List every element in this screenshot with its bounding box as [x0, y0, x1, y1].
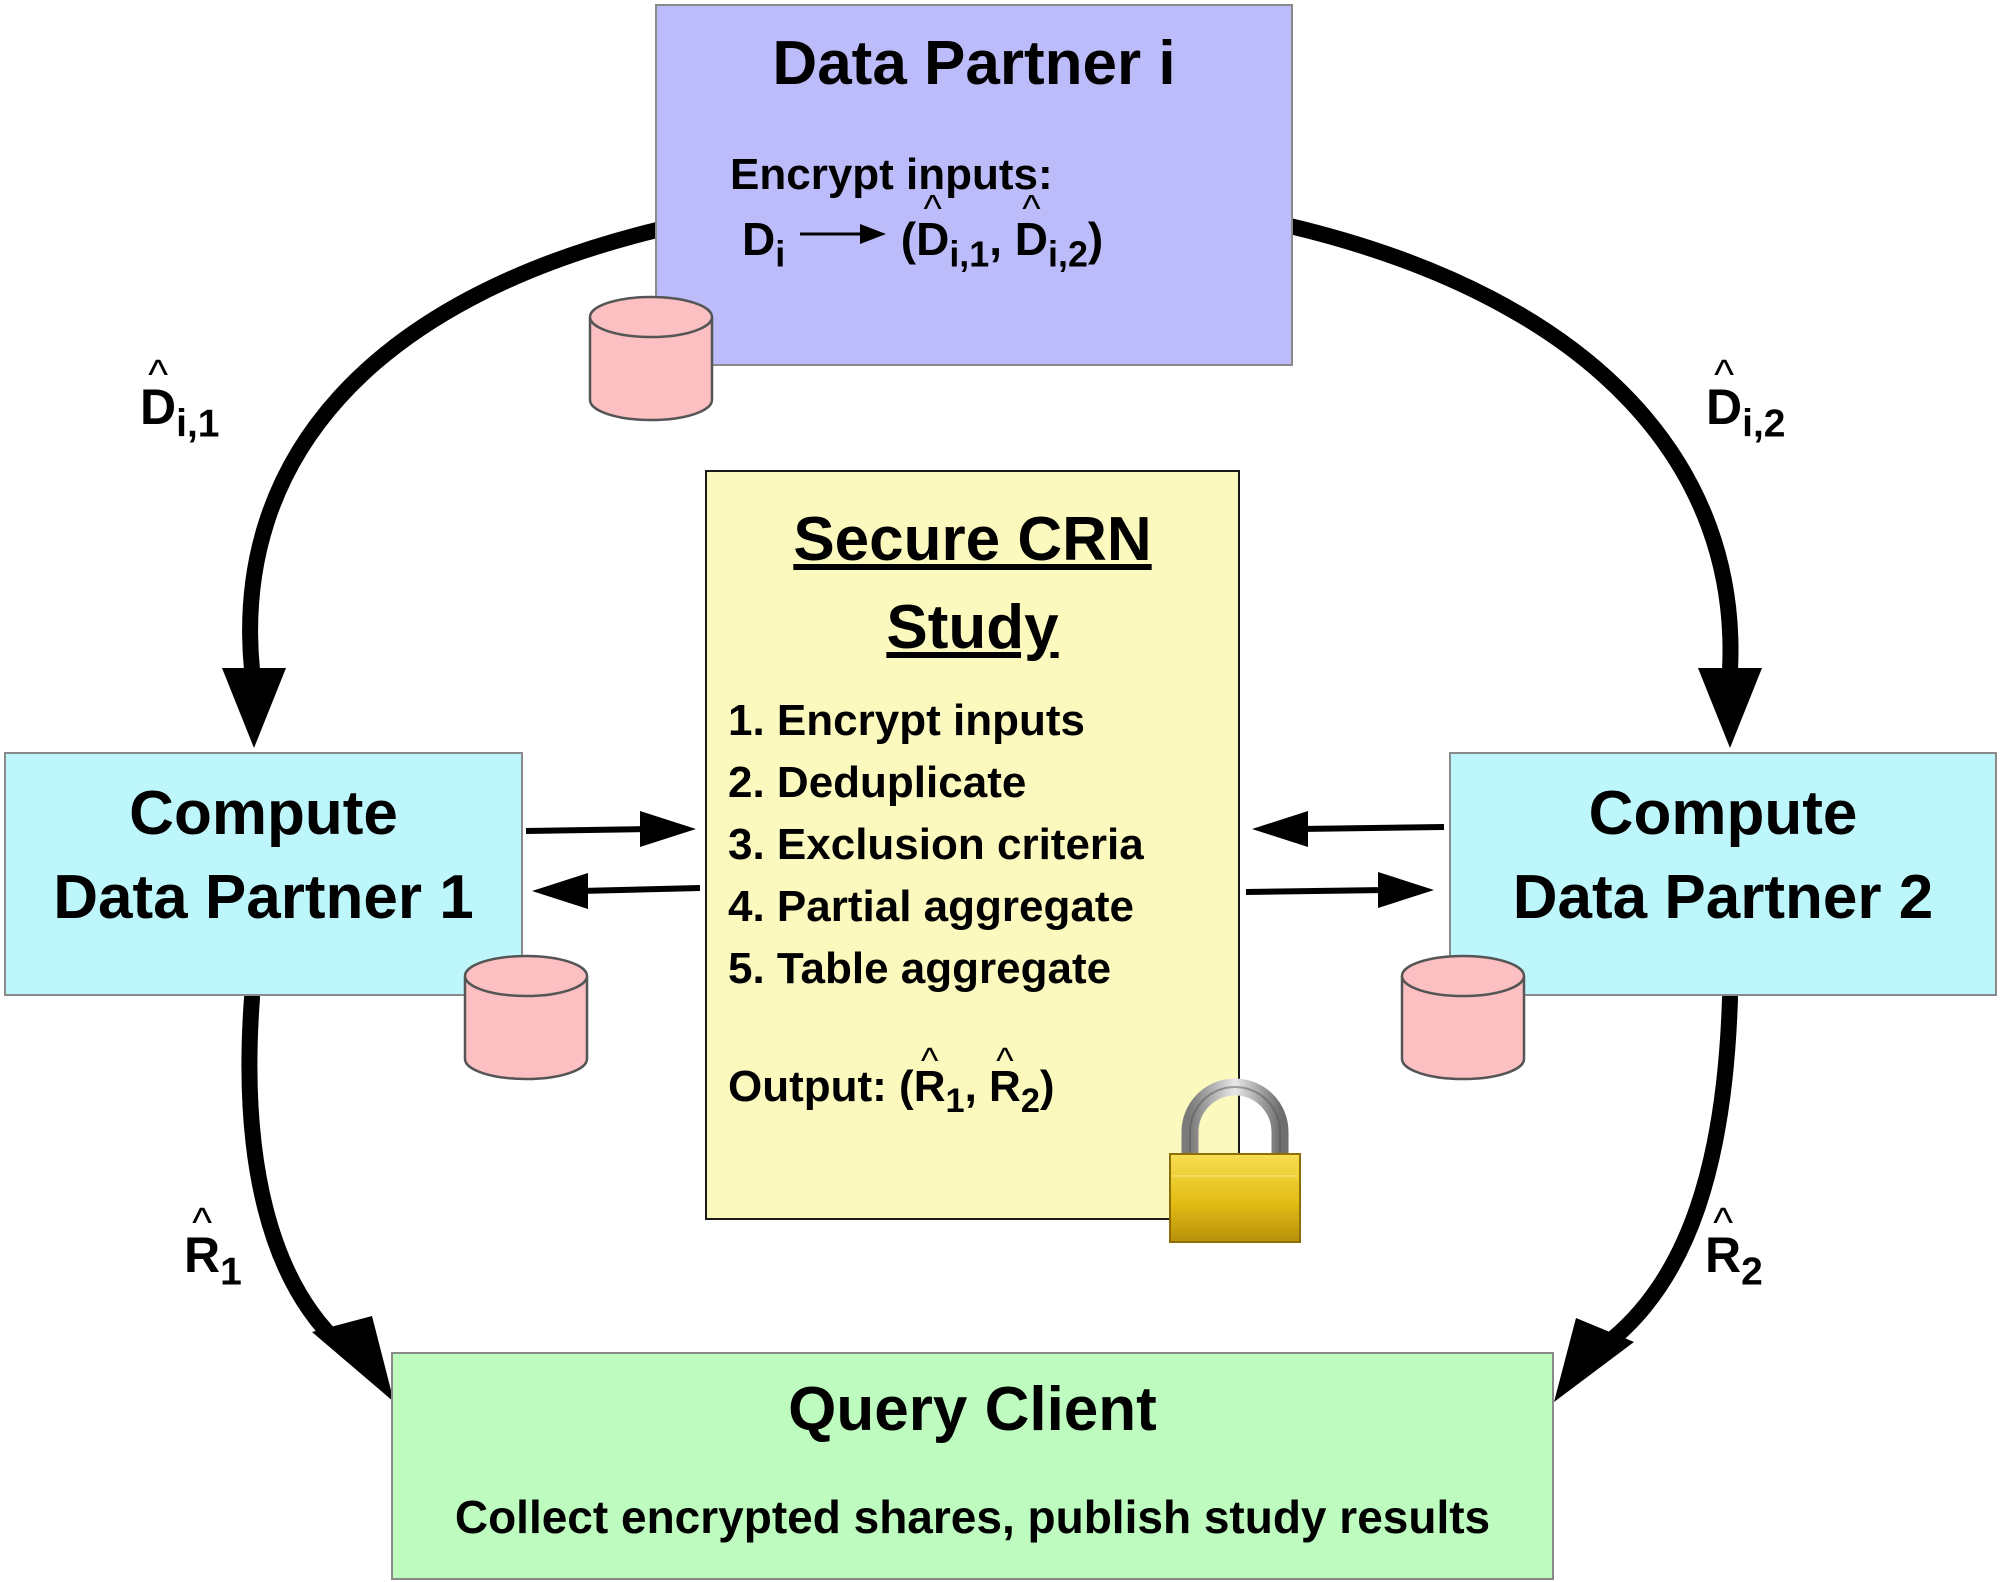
compute-data-partner-2-box	[1449, 752, 1997, 996]
secure-study-box	[705, 470, 1240, 1220]
study-step: 1. Encrypt inputs	[728, 696, 1085, 745]
study-step: 3. Exclusion criteria	[728, 820, 1144, 869]
compute-data-partner-1-box	[4, 752, 523, 996]
arrow-study-to-partner-2	[1245, 872, 1434, 908]
arrow-partner-2-to-study	[1252, 811, 1445, 847]
data-partner-i-title: Data Partner i	[772, 29, 1176, 98]
compute-data-partner-1-title: Compute Data Partner 1	[53, 779, 474, 932]
edge-label-result-2: R2	[1705, 1200, 1763, 1292]
curved-arrow-to-partner-1	[222, 222, 665, 748]
compute-data-partner-2-title: Compute Data Partner 2	[1512, 779, 1934, 932]
right-arrow-icon	[799, 224, 886, 244]
arrow-study-to-partner-1	[532, 873, 701, 909]
edge-label-share-2: Di,2	[1706, 352, 1785, 444]
study-step: 2. Deduplicate	[728, 758, 1027, 807]
arrow-partner-1-to-study	[525, 811, 696, 847]
curved-arrow-partner-1-to-client	[241, 990, 394, 1402]
study-step: 4. Partial aggregate	[728, 882, 1134, 931]
study-step: 5. Table aggregate	[728, 944, 1112, 993]
edge-label-result-1: R1	[184, 1200, 242, 1292]
study-title: Secure CRN Study	[793, 505, 1152, 662]
curved-arrow-partner-2-to-client	[1554, 990, 1738, 1402]
encrypt-inputs-label: Encrypt inputs:	[730, 150, 1053, 199]
query-client-title: Query Client	[788, 1375, 1157, 1444]
curved-arrow-to-partner-2	[1282, 218, 1762, 748]
data-partner-i-box	[655, 4, 1293, 366]
edge-label-share-1: Di,1	[140, 352, 219, 444]
query-client-box	[391, 1352, 1554, 1580]
encryption-formula: Di (Di,1, Di,2)	[742, 188, 1103, 275]
query-client-description: Collect encrypted shares, publish study …	[454, 1491, 1491, 1543]
share-pair: (Di,1, Di,2)	[901, 188, 1103, 273]
input-symbol: Di	[742, 213, 786, 275]
study-steps-list: 1. Encrypt inputs 2. Deduplicate 3. Excl…	[728, 690, 1144, 1000]
study-output: Output: (R1, R2)	[728, 1039, 1055, 1118]
